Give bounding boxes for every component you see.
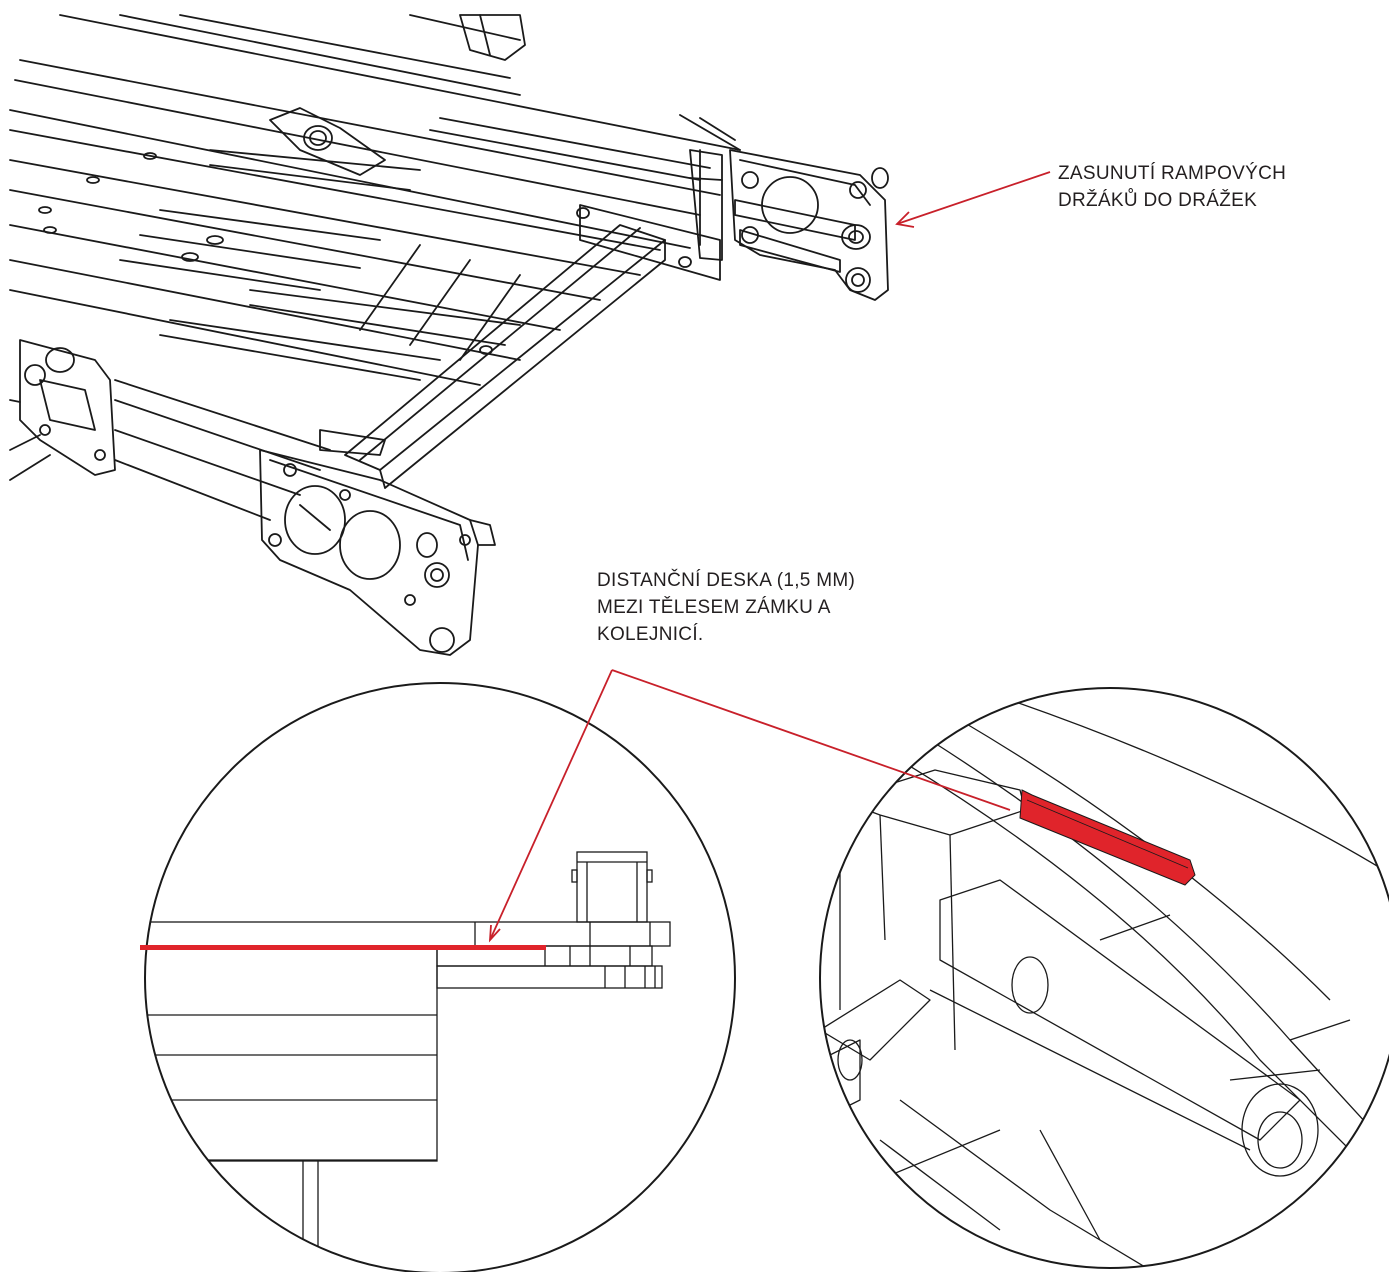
ramp-holders-leader bbox=[896, 171, 1051, 225]
middle-rail bbox=[9, 129, 661, 386]
spacer-strip-highlight bbox=[1019, 789, 1196, 886]
spacer-plate-callout-line-1: DISTANČNÍ DESKA (1,5 MM) bbox=[597, 570, 856, 591]
spacer-left-arrowhead bbox=[488, 924, 501, 943]
cross-members bbox=[119, 149, 521, 381]
spacer-plate-callout: DISTANČNÍ DESKA (1,5 MM) MEZI TĚLESEM ZÁ… bbox=[597, 567, 855, 648]
ramp-holders-callout-line-1: ZASUNUTÍ RAMPOVÝCH bbox=[1058, 163, 1287, 184]
spacer-leader-right bbox=[611, 669, 1011, 811]
leader-lines bbox=[488, 171, 1051, 943]
spacer-plate-highlight bbox=[140, 945, 546, 950]
spacer-plate-callout-line-2: MEZI TĚLESEM ZÁMKU A bbox=[597, 597, 831, 618]
right-rail bbox=[429, 117, 721, 281]
left-side-bracket bbox=[9, 339, 386, 521]
right-ramp-bracket bbox=[679, 114, 889, 301]
spacer-plate-callout-line-3: KOLEJNICÍ. bbox=[597, 624, 704, 645]
ramp-holders-arrowhead bbox=[895, 211, 915, 228]
center-bolt bbox=[269, 107, 386, 176]
left-front-bracket bbox=[259, 449, 496, 656]
back-rail bbox=[9, 14, 741, 261]
ramp-holders-callout-line-2: DRŽÁKŮ DO DRÁŽEK bbox=[1058, 190, 1258, 211]
detail-circle-right bbox=[819, 687, 1389, 1269]
ramp-holders-callout: ZASUNUTÍ RAMPOVÝCH DRŽÁKŮ DO DRÁŽEK bbox=[1058, 160, 1286, 214]
top-hub bbox=[459, 14, 526, 61]
main-frame-drawing bbox=[9, 14, 889, 656]
detail-circle-left bbox=[140, 682, 736, 1272]
front-crossbar bbox=[344, 224, 666, 489]
spacer-leader-left bbox=[489, 669, 613, 941]
